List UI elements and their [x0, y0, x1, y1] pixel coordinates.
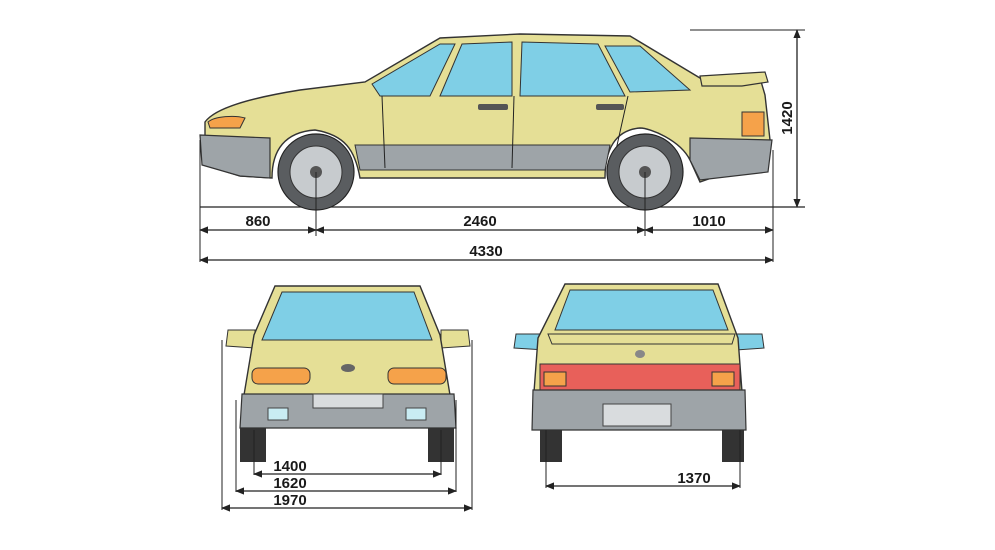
headlight-side — [207, 115, 246, 129]
rear-window — [554, 289, 729, 331]
label-width-mirrors: 1970 — [273, 492, 306, 509]
front-right-headlight — [387, 367, 447, 385]
rear-quarter-window — [604, 45, 692, 93]
rear-bumper-side — [689, 137, 773, 181]
front-door-handle — [478, 104, 508, 110]
rear-door-handle — [596, 104, 624, 110]
label-front-track: 1400 — [273, 458, 306, 475]
label-height: 1420 — [779, 101, 796, 134]
label-overall-width: 1620 — [273, 475, 306, 492]
rear-spoiler — [699, 71, 769, 87]
front-windshield — [261, 291, 433, 341]
label-rear-overhang: 1010 — [692, 213, 725, 230]
rear-right-mirror — [735, 333, 765, 351]
label-overall-length: 4330 — [469, 243, 502, 260]
door-seam-mid — [511, 95, 515, 169]
rear-spoiler-back — [547, 333, 736, 345]
front-plate — [312, 393, 384, 409]
front-left-mirror — [225, 329, 256, 349]
rear-light-side — [741, 111, 765, 137]
label-wheelbase: 2460 — [463, 213, 496, 230]
front-left-headlight — [251, 367, 311, 385]
rear-door-window — [519, 41, 626, 97]
rear-taillight-bar — [539, 363, 741, 391]
side-view: 860 2460 1010 4330 1420 — [199, 29, 805, 264]
front-door-window — [439, 41, 513, 97]
front-right-foglight — [405, 407, 427, 421]
windshield-side — [371, 43, 456, 97]
front-view: 1400 1620 1970 — [221, 285, 473, 512]
rear-view: 1370 — [513, 283, 765, 490]
rear-emblem — [635, 350, 645, 358]
rear-plate — [602, 403, 672, 427]
front-emblem — [341, 364, 355, 372]
rear-right-indicator — [711, 371, 735, 387]
rear-left-indicator — [543, 371, 567, 387]
side-sill-strip — [354, 144, 611, 171]
front-bumper-side — [199, 134, 271, 179]
front-right-mirror — [440, 329, 471, 349]
front-left-foglight — [267, 407, 289, 421]
label-rear-track: 1370 — [677, 470, 710, 487]
door-seam-front — [381, 95, 386, 169]
label-front-overhang: 860 — [245, 213, 270, 230]
